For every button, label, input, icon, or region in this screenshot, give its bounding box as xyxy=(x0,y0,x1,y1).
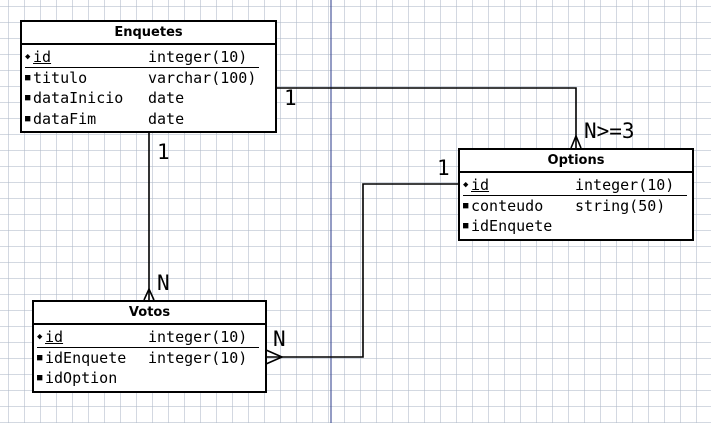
attribute-row: ◆ id integer(10) xyxy=(22,47,275,68)
attribute-name: conteudo xyxy=(471,196,544,215)
crowfoot-votos-right xyxy=(265,349,284,365)
attribute-icon: ■ xyxy=(25,72,31,83)
crowfoot-votos-top xyxy=(143,287,155,301)
attribute-type: integer(10) xyxy=(148,48,248,66)
attribute-row: ■ dataInicio date xyxy=(22,88,275,109)
attribute-icon: ■ xyxy=(37,373,43,383)
multiplicity-enquetes-options-to: N>=3 xyxy=(584,119,635,143)
attribute-type: date xyxy=(148,109,185,128)
entity-title: Votos xyxy=(34,302,265,325)
attribute-name: id xyxy=(45,328,64,346)
attribute-type: string(50) xyxy=(575,196,666,215)
entity-options[interactable]: Options ◆ id integer(10) ■ conteudo stri… xyxy=(458,148,694,241)
attribute-type: integer(10) xyxy=(148,328,248,346)
attribute-name: dataInicio xyxy=(33,89,124,107)
primary-key-divider xyxy=(25,67,259,68)
attribute-row: ◆ id integer(10) xyxy=(34,327,265,348)
attribute-list: ◆ id integer(10) ■ titulo varchar(100) ■… xyxy=(22,45,275,129)
attribute-name: id xyxy=(33,48,52,66)
attribute-name: id xyxy=(471,176,490,194)
attribute-type: date xyxy=(148,89,185,107)
attribute-name: idEnquete xyxy=(471,217,553,235)
attribute-row: ■ idEnquete integer(10) xyxy=(34,348,265,369)
attribute-name: dataFim xyxy=(33,109,97,128)
primary-key-icon: ◆ xyxy=(463,180,469,190)
attribute-icon: ■ xyxy=(37,352,43,363)
attribute-row: ■ idEnquete xyxy=(460,216,692,237)
attribute-name: idEnquete xyxy=(45,348,127,367)
attribute-row: ■ idOption xyxy=(34,368,265,389)
primary-key-icon: ◆ xyxy=(25,52,31,62)
entity-title: Options xyxy=(460,150,692,173)
attribute-icon: ■ xyxy=(25,113,31,124)
attribute-row: ■ conteudo string(50) xyxy=(460,196,692,217)
attribute-name: idOption xyxy=(45,369,118,387)
attribute-row: ■ dataFim date xyxy=(22,109,275,130)
attribute-type: integer(10) xyxy=(575,176,675,194)
attribute-type: varchar(100) xyxy=(148,68,257,87)
attribute-row: ◆ id integer(10) xyxy=(460,175,692,196)
attribute-name: titulo xyxy=(33,68,88,87)
multiplicity-enquetes-votos-from: 1 xyxy=(157,140,170,164)
entity-title: Enquetes xyxy=(22,22,275,45)
multiplicity-enquetes-options-from: 1 xyxy=(284,86,297,110)
primary-key-divider xyxy=(37,347,259,348)
attribute-icon: ■ xyxy=(463,200,469,211)
attribute-type: integer(10) xyxy=(148,348,248,367)
line-enquetes-options xyxy=(276,87,577,148)
primary-key-icon: ◆ xyxy=(37,332,43,342)
primary-key-divider xyxy=(463,195,687,196)
crowfoot-options xyxy=(570,133,582,149)
entity-votos[interactable]: Votos ◆ id integer(10) ■ idEnquete integ… xyxy=(32,300,267,393)
attribute-row: ■ titulo varchar(100) xyxy=(22,68,275,89)
entity-enquetes[interactable]: Enquetes ◆ id integer(10) ■ titulo varch… xyxy=(20,20,277,133)
multiplicity-options-votos-to: N xyxy=(273,327,286,351)
attribute-icon: ■ xyxy=(25,93,31,103)
multiplicity-enquetes-votos-to: N xyxy=(157,271,170,295)
multiplicity-options-votos-from: 1 xyxy=(437,156,450,180)
attribute-list: ◆ id integer(10) ■ conteudo string(50) ■… xyxy=(460,173,692,237)
line-options-votos xyxy=(266,183,458,358)
attribute-icon: ■ xyxy=(463,221,469,231)
attribute-list: ◆ id integer(10) ■ idEnquete integer(10)… xyxy=(34,325,265,389)
